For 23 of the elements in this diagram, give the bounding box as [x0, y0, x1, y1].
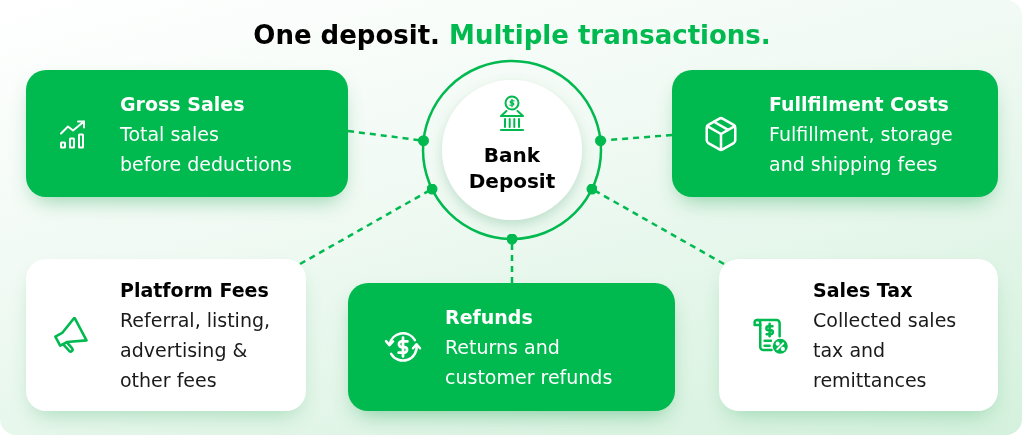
card-description: Referral, listing, advertising & other fees — [120, 308, 272, 393]
card-title: Sales Tax — [813, 278, 913, 303]
category-card — [719, 259, 998, 411]
card-title: Refunds — [445, 305, 533, 330]
category-card — [672, 70, 998, 197]
dashed-connector — [586, 183, 725, 266]
card-description: Collected sales tax and remittances — [813, 308, 958, 393]
card-description: Fulfillment, storage and shipping fees — [769, 121, 954, 177]
dashed-connector — [299, 183, 438, 266]
card-title: Platform Fees — [120, 278, 269, 303]
category-card — [348, 283, 675, 411]
diagram-title: One deposit. Multiple transactions. — [253, 19, 771, 52]
dashed-connector — [595, 133, 673, 147]
hub-label: Bank Deposit — [467, 142, 557, 194]
dashed-connector — [347, 129, 429, 147]
card-description: Returns and customer refunds — [445, 335, 614, 390]
card-description: Total sales before deductions — [120, 121, 293, 177]
dashed-connector — [506, 233, 518, 283]
card-title: Gross Sales — [120, 91, 245, 117]
hub-circle — [421, 59, 603, 241]
category-card — [26, 70, 348, 197]
category-card — [26, 259, 306, 411]
card-title: Fullfilment Costs — [769, 91, 949, 117]
